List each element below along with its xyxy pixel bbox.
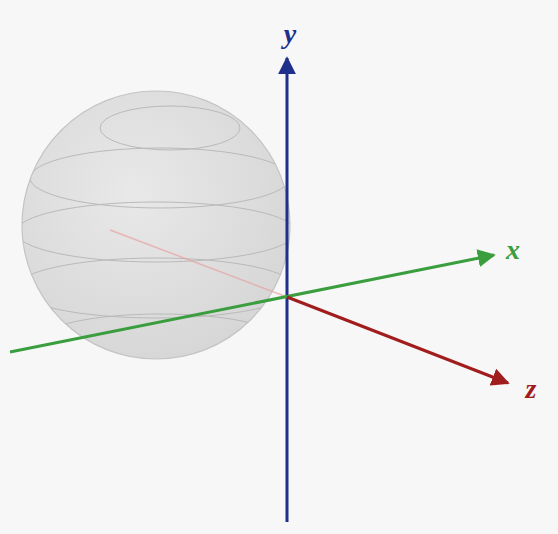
z-axis <box>287 297 508 383</box>
y-axis <box>286 58 289 522</box>
z-axis-label: z <box>526 375 537 403</box>
latitude-lines <box>16 106 296 366</box>
y-axis-label: y <box>284 20 296 48</box>
x-axis-label: x <box>506 236 520 264</box>
sphere <box>22 91 290 359</box>
hidden-z-axis <box>110 230 287 297</box>
x-axis <box>10 255 494 352</box>
